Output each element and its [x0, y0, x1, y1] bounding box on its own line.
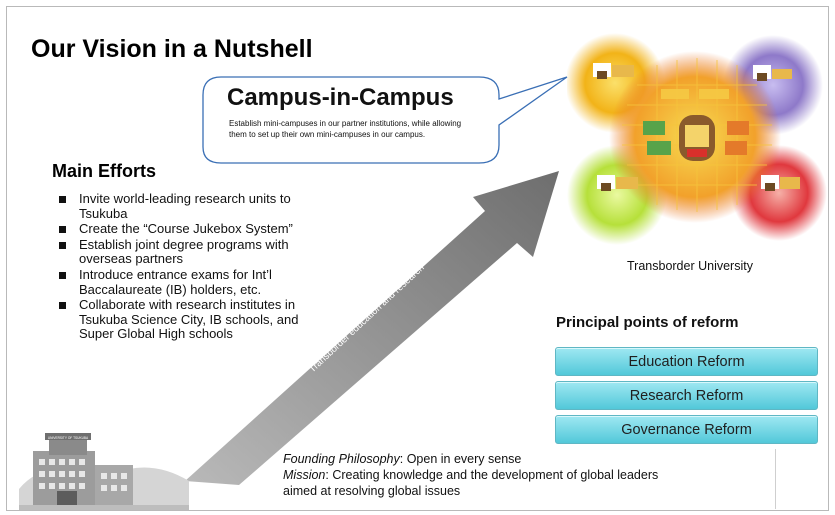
effort-item: Create the “Course Jukebox System” [59, 221, 319, 237]
campus-diagram [567, 33, 827, 245]
reform-governance: Governance Reform [555, 415, 818, 444]
university-building-icon: UNIVERSITY OF TSUKUBA [19, 433, 189, 510]
page-title: Our Vision in a Nutshell [31, 35, 313, 63]
effort-item: Invite world-leading research units to T… [59, 191, 319, 221]
bullet-icon [59, 302, 66, 310]
bullet-icon [59, 271, 66, 279]
bullet-icon [59, 196, 66, 203]
callout-description: Establish mini-campuses in our partner i… [229, 119, 462, 139]
main-efforts-list: Invite world-leading research units to T… [59, 191, 319, 343]
philosophy-line: Founding Philosophy: Open in every sense [283, 452, 522, 466]
mission-line-2: aimed at resolving global issues [283, 484, 461, 498]
reform-research: Research Reform [555, 381, 818, 410]
bullet-icon [59, 241, 66, 249]
callout-bubble [202, 76, 568, 164]
slide: Transborder education and research Our V… [6, 6, 829, 511]
effort-item: Establish joint degree programs with ove… [59, 237, 319, 267]
reform-heading: Principal points of reform [556, 314, 739, 331]
mission-line: Mission: Creating knowledge and the deve… [283, 468, 659, 482]
philosophy-box: Founding Philosophy: Open in every sense… [275, 449, 776, 509]
svg-text:UNIVERSITY OF TSUKUBA: UNIVERSITY OF TSUKUBA [48, 436, 89, 440]
effort-item: Introduce entrance exams for Int’l Bacca… [59, 267, 319, 297]
bullet-icon [59, 226, 66, 234]
effort-item: Collaborate with research institutes in … [59, 297, 319, 342]
callout-title: Campus-in-Campus [227, 84, 454, 111]
reform-education: Education Reform [555, 347, 818, 376]
main-efforts-heading: Main Efforts [52, 161, 157, 181]
transborder-arrow [185, 171, 559, 485]
campus-caption: Transborder University [627, 259, 753, 273]
